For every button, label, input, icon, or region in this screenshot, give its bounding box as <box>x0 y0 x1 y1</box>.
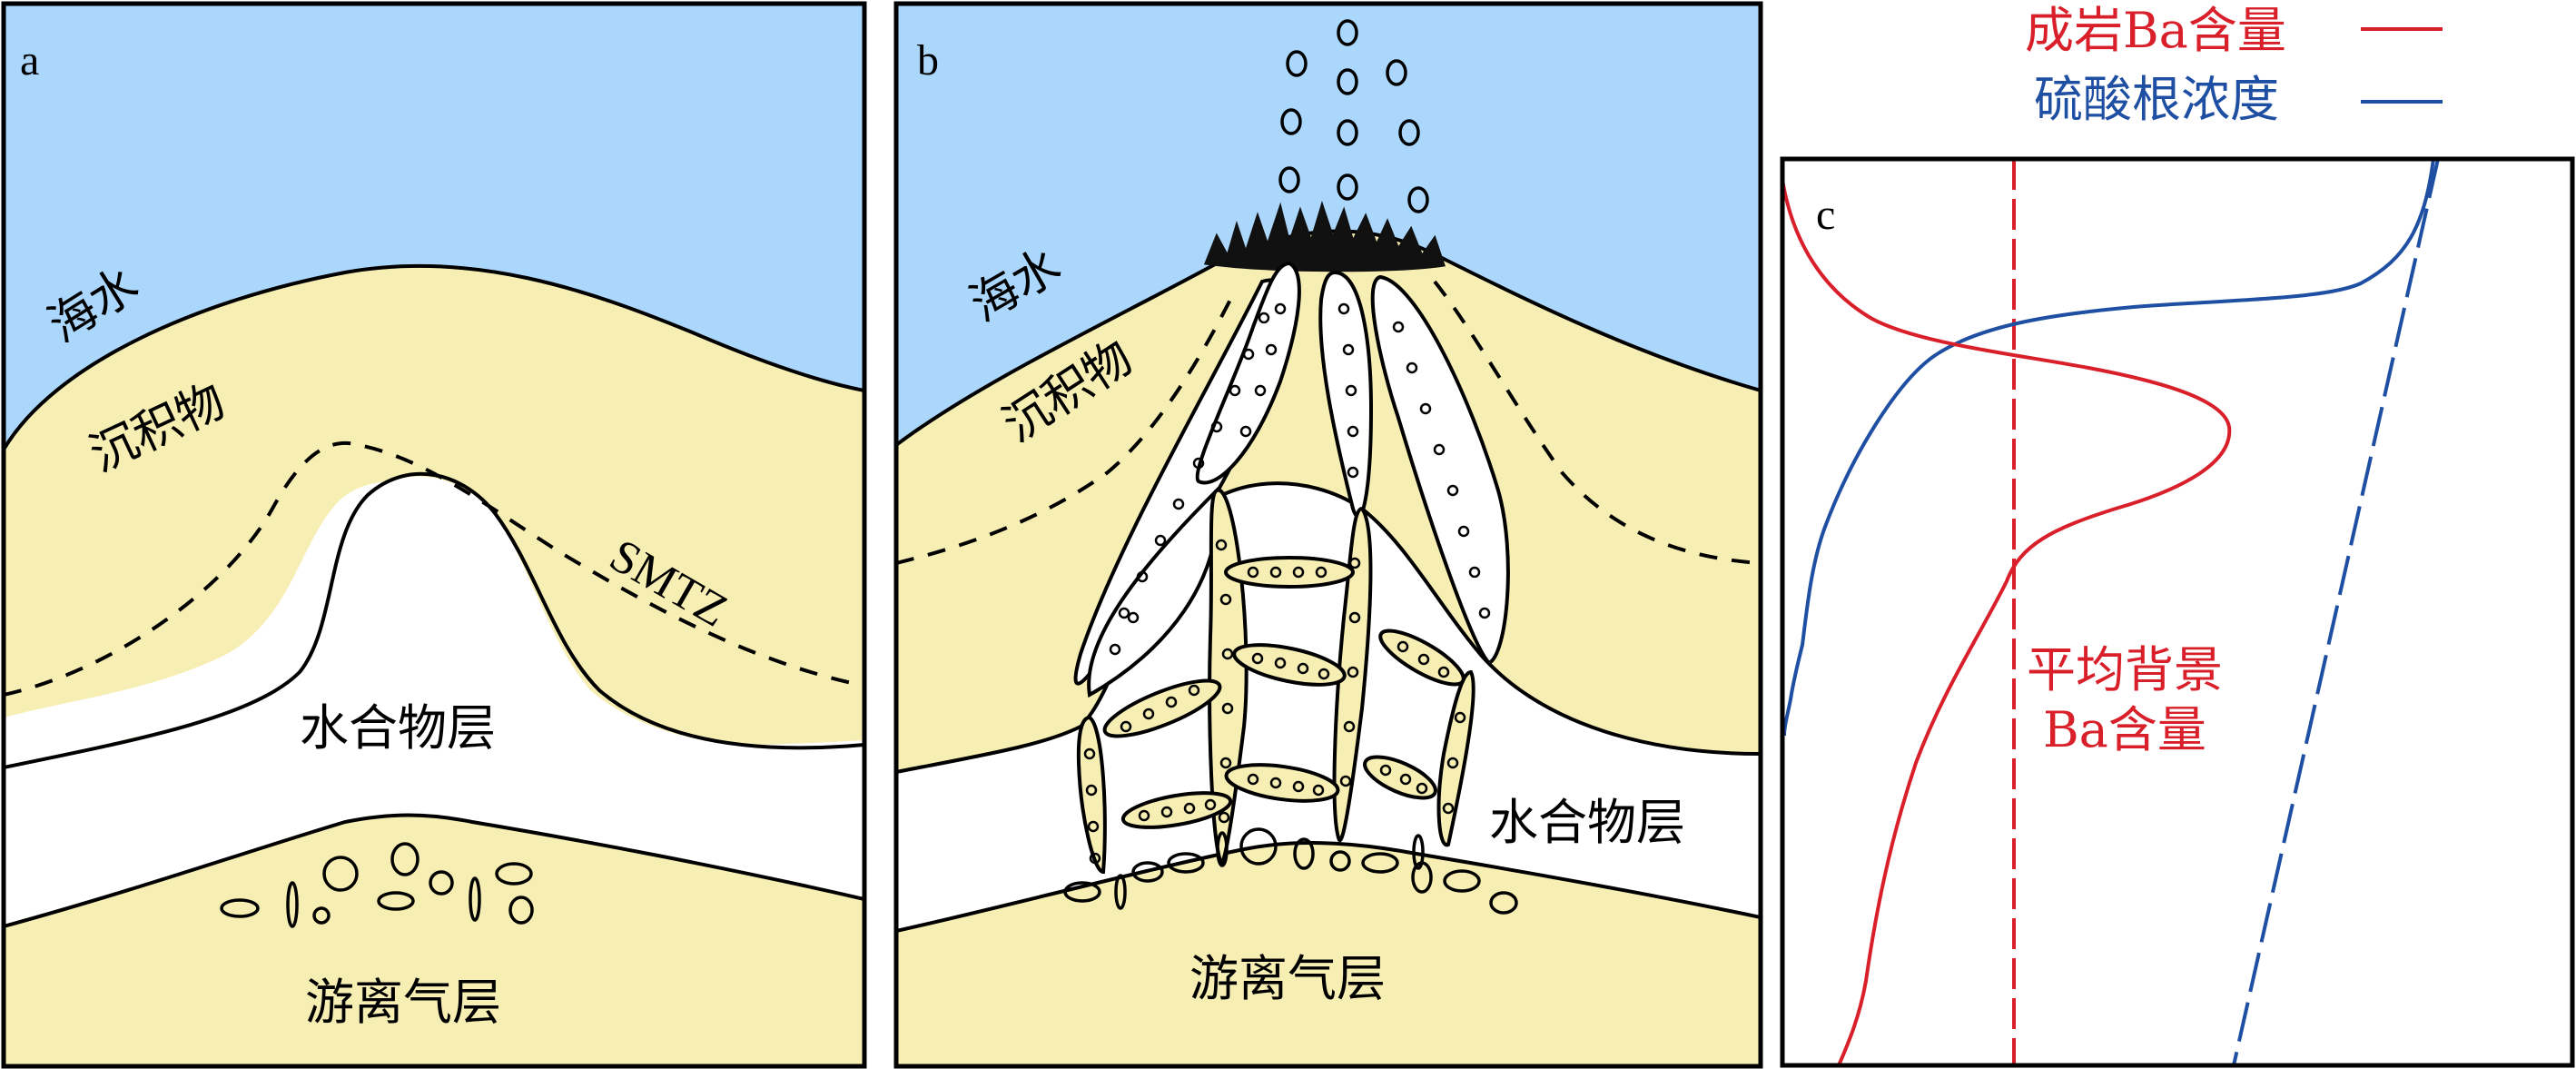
panel-b-frame <box>893 1 1763 1069</box>
panel-a-free-gas-label: 游离气层 <box>305 974 501 1031</box>
panel-c-letter: c <box>1816 191 1835 239</box>
legend-label-ba: 成岩Ba含量 <box>2025 2 2286 59</box>
panel-a-hydrate-top-line <box>4 471 864 769</box>
panel-c-background <box>1782 159 2572 1065</box>
panel-b-hydrate-region <box>896 483 1761 931</box>
panel-b-gas-bubbles <box>1063 827 1518 915</box>
panel-c-background-ba-label-1: 平均背景 <box>2027 641 2223 698</box>
panel-b-upper-veins <box>1073 261 1510 698</box>
panel-a-gas-bubbles <box>220 842 534 928</box>
panel-b-smtz-line <box>896 280 1761 565</box>
panel-a-hydrate-label: 水合物层 <box>300 699 496 757</box>
panel-a-free-gas-region <box>4 813 864 1066</box>
panel-a: a 海水 沉积物 SMTZ 水合物层 游离气层 <box>1 1 867 1069</box>
panel-c-sulfate-baseline <box>2232 159 2440 1065</box>
panel-b-hydrate-label: 水合物层 <box>1489 794 1685 851</box>
panel-b-rising-bubbles <box>1278 19 1429 213</box>
panel-c-ba-curve <box>1782 179 2232 1065</box>
legend-label-sulfate: 硫酸根浓度 <box>2034 71 2279 128</box>
panel-c-background-ba-label-2: Ba含量 <box>2043 701 2206 758</box>
panel-c-frame <box>1780 156 2575 1068</box>
legend: 成岩Ba含量 硫酸根浓度 <box>2025 2 2443 128</box>
panel-a-letter: a <box>20 36 39 84</box>
panel-b-letter: b <box>917 36 939 84</box>
panel-b: b 海水 沉积物 水合物层 游离气层 <box>893 1 1763 1069</box>
panel-b-hydrate-top-line <box>896 481 1761 774</box>
panel-b-vein-bubbles <box>1083 302 1491 865</box>
panel-a-frame <box>1 1 867 1069</box>
panel-b-free-gas-label: 游离气层 <box>1189 950 1386 1007</box>
panel-b-free-gas-region <box>896 841 1761 1066</box>
panel-a-hydrate-dome <box>4 476 864 899</box>
panel-c-sulfate-curve <box>1782 159 2435 737</box>
panel-a-smtz-line <box>4 440 864 697</box>
panel-c: c 平均背景 Ba含量 <box>1780 156 2575 1068</box>
